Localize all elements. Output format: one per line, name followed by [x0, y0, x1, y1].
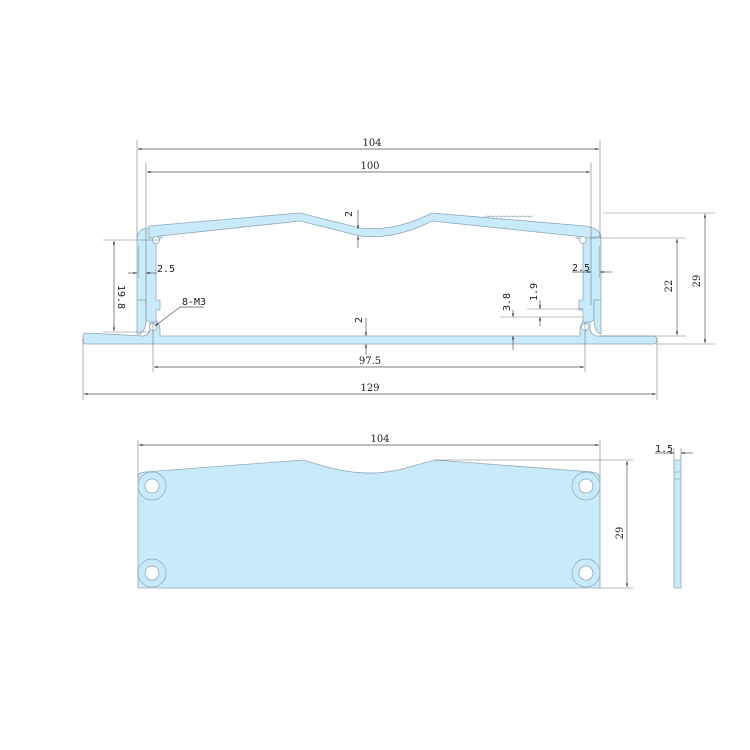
dim-top-thickness: 2 [344, 211, 355, 217]
mount-hole-ring [571, 558, 601, 588]
dim-inner-width: 100 [360, 161, 379, 172]
profile-view: 104 100 2 19.8 2.5 8-M3 2 3.8 1.9 2.5 [82, 138, 715, 400]
end-plate [137, 459, 601, 589]
mount-hole-icon [144, 478, 160, 494]
mount-hole-icon [144, 565, 160, 581]
side-view: 1.5 [655, 444, 693, 589]
dim-base-thickness: 2 [354, 317, 365, 323]
wall-ribs [137, 245, 140, 279]
dim-step-1-9: 1.9 [529, 283, 540, 301]
dim-thread-callout: 8-M3 [182, 297, 206, 308]
top-cover [148, 212, 602, 239]
mount-hole-icon [578, 478, 594, 494]
base-flange [82, 319, 658, 345]
dim-plate-width: 104 [370, 434, 389, 445]
dim-inner-height: 22 [664, 280, 675, 293]
grip-grooves [484, 215, 534, 218]
dim-plate-thickness: 1.5 [655, 444, 673, 455]
mount-hole-icon [578, 565, 594, 581]
left-wall-lower [136, 299, 147, 335]
end-plate-view: 104 29 [137, 434, 633, 589]
mount-hole-ring [137, 471, 167, 501]
dim-step-3-8: 3.8 [502, 293, 513, 311]
mount-hole-ring [571, 471, 601, 501]
dim-hole-span: 97.5 [359, 356, 381, 367]
dim-overall-height: 29 [692, 275, 703, 288]
mount-hole-ring [137, 558, 167, 588]
screw-slot-icon [579, 236, 587, 244]
dim-wall-thickness-left: 2.5 [157, 264, 175, 275]
right-wall-lower [593, 299, 602, 335]
dim-plate-height: 29 [615, 527, 626, 540]
wall-ribs [598, 245, 601, 279]
dim-overall-top-width: 104 [362, 138, 381, 149]
dim-slot-height: 19.8 [115, 285, 126, 309]
dim-flange-width: 129 [360, 383, 379, 394]
plate-edge [673, 459, 682, 589]
dim-wall-thickness-right: 2.5 [572, 263, 590, 274]
